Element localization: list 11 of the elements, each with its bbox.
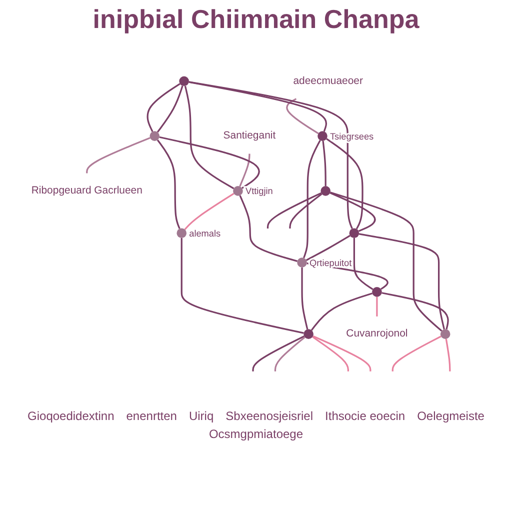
node-caption: Ithsocie eoecin: [325, 409, 406, 423]
node-caption: Ocsmgpmiatoege: [208, 427, 304, 441]
node-caption: Oelegmeiste: [417, 409, 484, 423]
node-caption: enenrtten: [126, 409, 177, 423]
node-caption: Vttigjin: [246, 186, 273, 196]
node-caption: Qrtiepuitot: [310, 258, 352, 268]
node-caption: Uiriq: [188, 409, 214, 423]
node-caption: Gioqoedidextinn: [28, 409, 114, 423]
node-caption: alemals: [189, 228, 221, 238]
diagram-title: inipbial Chiimnain Chanpa: [92, 4, 420, 35]
node-caption: Sbxeenosjeisriel: [226, 409, 314, 423]
